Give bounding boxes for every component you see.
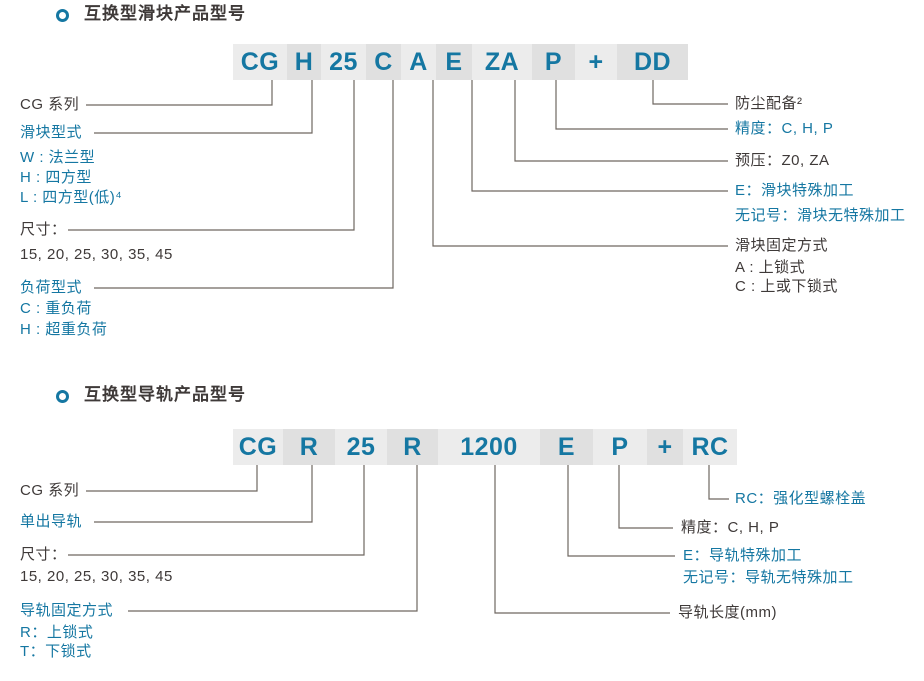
block-type-option-l: L : 四方型(低)⁴ [20, 189, 123, 206]
code-segment-load: C [366, 44, 401, 80]
code-segment-dustproof: DD [617, 44, 688, 80]
rail-special-e-label: E：导轨特殊加工 [683, 547, 803, 564]
connector-line [86, 80, 273, 106]
code-segment-size: 25 [321, 44, 366, 80]
code-segment-plus: + [647, 429, 683, 465]
rail-length-label: 导轨长度(mm) [678, 604, 777, 621]
connector-line [652, 80, 728, 105]
code-segment-size: 25 [335, 429, 387, 465]
code-segment-boltcover: RC [683, 429, 737, 465]
connector-line [471, 80, 728, 192]
section-bullet-icon [56, 390, 69, 403]
code-segment-plus: + [575, 44, 617, 80]
size-title-label: 尺寸： [20, 221, 67, 238]
block-special-none-label: 无记号：滑块无特殊加工 [735, 207, 906, 224]
load-type-option-h: H : 超重负荷 [20, 321, 108, 338]
block-special-e-label: E：滑块特殊加工 [735, 182, 855, 199]
rail-fixing-title-label: 导轨固定方式 [20, 602, 114, 619]
code-segment-series: CG [233, 44, 287, 80]
connector-line [432, 80, 728, 247]
size-title-label: 尺寸： [20, 546, 67, 563]
code-segment-series: CG [233, 429, 283, 465]
block-type-option-h: H : 四方型 [20, 169, 92, 186]
connector-line [708, 463, 729, 500]
connector-line [567, 463, 675, 557]
accuracy-label: 精度：C, H, P [681, 519, 780, 536]
code-segment-fixing: A [401, 44, 436, 80]
preload-label: 预压：Z0, ZA [735, 152, 830, 169]
rail-fixing-option-r: R：上锁式 [20, 624, 94, 641]
rail-special-none-label: 无记号：导轨无特殊加工 [683, 569, 854, 586]
code-segment-fixing: R [387, 429, 438, 465]
code-segment-preload: ZA [472, 44, 532, 80]
single-rail-label: 单出导轨 [20, 513, 83, 530]
load-type-option-c: C : 重负荷 [20, 300, 92, 317]
code-segment-accuracy: P [593, 429, 647, 465]
block-fixing-option-c: C : 上或下锁式 [735, 278, 838, 295]
size-values-label: 15, 20, 25, 30, 35, 45 [20, 246, 173, 263]
bolt-cover-label: RC：强化型螺栓盖 [735, 490, 867, 507]
block-fixing-title-label: 滑块固定方式 [735, 237, 829, 254]
dust-proof-label: 防尘配备² [735, 95, 803, 112]
connector-line [494, 463, 670, 614]
connector-line [94, 463, 313, 523]
connector-line [68, 463, 365, 556]
block-type-title-label: 滑块型式 [20, 124, 83, 141]
code-segment-rail: R [283, 429, 335, 465]
section1-title: 互换型滑块产品型号 [84, 4, 246, 23]
section-bullet-icon [56, 9, 69, 22]
code-segment-special: E [540, 429, 593, 465]
load-type-title-label: 负荷型式 [20, 279, 83, 296]
code-segment-blocktype: H [287, 44, 321, 80]
connector-line [555, 80, 728, 130]
connector-line [94, 80, 313, 134]
accuracy-label: 精度：C, H, P [735, 120, 834, 137]
section2-title: 互换型导轨产品型号 [84, 385, 246, 404]
code-segment-length: 1200 [438, 429, 540, 465]
block-fixing-option-a: A : 上锁式 [735, 259, 806, 276]
cg-series-label: CG 系列 [20, 482, 80, 499]
cg-series-label: CG 系列 [20, 96, 80, 113]
connector-line [128, 463, 418, 612]
size-values-label: 15, 20, 25, 30, 35, 45 [20, 568, 173, 585]
code-segment-special: E [436, 44, 472, 80]
connector-line [514, 80, 728, 162]
code-segment-accuracy: P [532, 44, 575, 80]
connector-line [618, 463, 673, 529]
block-type-option-w: W : 法兰型 [20, 149, 96, 166]
rail-fixing-option-t: T：下锁式 [20, 643, 92, 660]
connector-line [86, 463, 258, 492]
